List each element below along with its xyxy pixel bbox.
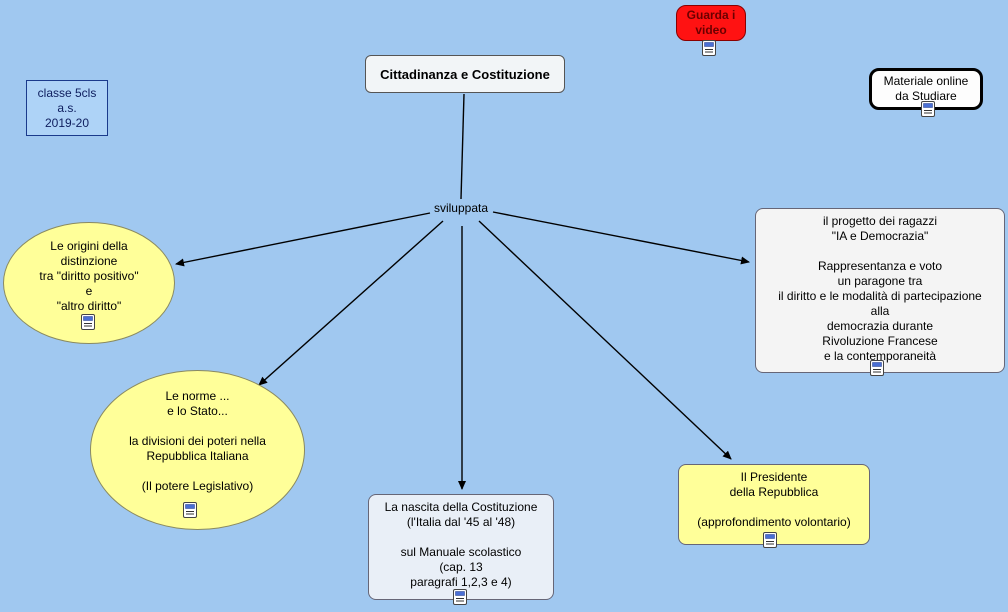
class-label[interactable]: classe 5cls a.s. 2019-20 bbox=[26, 80, 108, 136]
resource-icon[interactable] bbox=[183, 502, 197, 518]
node-progetto-ia-democrazia[interactable]: il progetto dei ragazzi "IA e Democrazia… bbox=[755, 208, 1005, 373]
resource-icon[interactable] bbox=[763, 532, 777, 548]
edge-to-origini bbox=[175, 212, 431, 267]
node-norme-stato[interactable]: Le norme ... e lo Stato... la divisioni … bbox=[90, 370, 305, 530]
edge-to-norme bbox=[258, 220, 444, 386]
resource-icon[interactable] bbox=[870, 360, 884, 376]
resource-icon[interactable] bbox=[921, 101, 935, 117]
resource-icon[interactable] bbox=[81, 314, 95, 330]
edge-to-presidente bbox=[478, 220, 732, 460]
resource-icon[interactable] bbox=[702, 40, 716, 56]
edge-to-progetto bbox=[492, 211, 750, 265]
map-title-node[interactable]: Cittadinanza e Costituzione bbox=[365, 55, 565, 93]
linking-phrase-sviluppata[interactable]: sviluppata bbox=[433, 200, 489, 215]
watch-videos-button[interactable]: Guarda i video bbox=[676, 5, 746, 41]
edge-title-to-linking bbox=[460, 93, 465, 200]
node-nascita-costituzione[interactable]: La nascita della Costituzione (l'Italia … bbox=[368, 494, 554, 600]
node-presidente-repubblica[interactable]: Il Presidente della Repubblica (approfon… bbox=[678, 464, 870, 545]
resource-icon[interactable] bbox=[453, 589, 467, 605]
